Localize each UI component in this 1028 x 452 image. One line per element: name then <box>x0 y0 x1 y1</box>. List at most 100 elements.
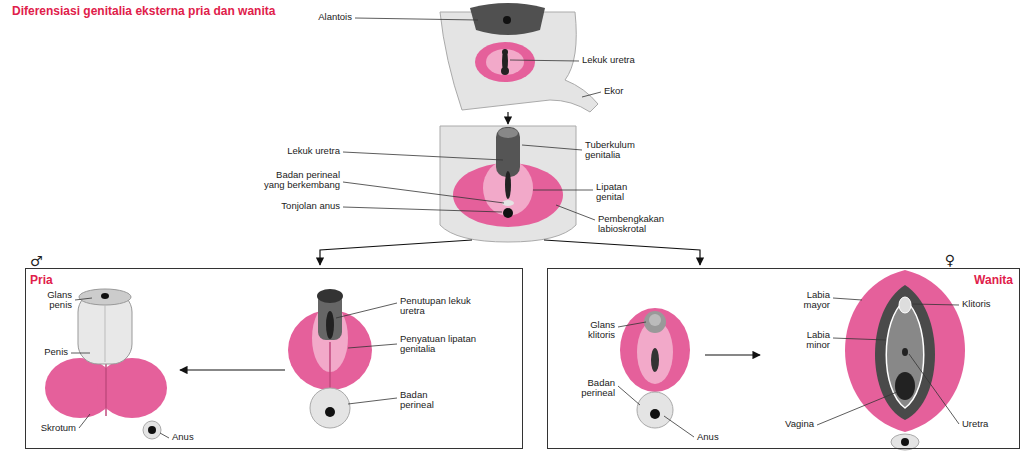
art-shape <box>75 298 92 300</box>
part-label: Labia minor <box>784 330 830 351</box>
part-label: Skrotum <box>26 423 76 433</box>
part-label: Badan perineal yang berkembang <box>255 170 340 191</box>
part-label: Penutupan lekuk uretra <box>400 296 482 317</box>
part-label: Vagina <box>764 419 814 429</box>
art-shape <box>326 311 334 339</box>
indifferent-stage <box>440 126 576 242</box>
art-shape <box>310 388 350 428</box>
art-shape <box>637 392 673 428</box>
art-shape <box>101 293 109 299</box>
stage-arrow <box>320 240 472 265</box>
part-label: Glans klitoris <box>568 320 615 341</box>
art-shape <box>105 305 106 362</box>
part-label: Alantois <box>290 12 352 22</box>
female-early <box>620 308 690 428</box>
art-shape <box>325 407 335 417</box>
part-label: Tonjolan anus <box>255 201 340 211</box>
part-label: Anus <box>172 432 194 442</box>
art-shape <box>105 362 107 416</box>
part-label: Lipatan genital <box>596 182 648 203</box>
art-shape <box>503 208 513 218</box>
art-shape <box>502 49 508 55</box>
female-final <box>845 270 965 450</box>
art-shape <box>288 310 372 390</box>
stage-arrow <box>507 112 508 124</box>
male-early <box>288 289 372 428</box>
panel-box: ♀Wanita <box>547 268 1020 449</box>
art-shape <box>355 18 478 20</box>
art-shape <box>486 49 524 75</box>
art-shape <box>522 145 582 150</box>
art-shape <box>160 433 169 438</box>
part-label: Lekuk uretra <box>582 55 635 65</box>
art-shape <box>533 190 593 191</box>
diagram-title: Diferensiasi genitalia eksterna pria dan… <box>12 4 275 18</box>
art-shape <box>891 434 919 450</box>
art-shape <box>510 60 579 61</box>
art-shape <box>503 16 511 24</box>
male-final <box>45 289 167 439</box>
sex-symbol: ♂ <box>30 253 43 269</box>
art-shape <box>343 182 504 203</box>
part-label: Ekor <box>604 86 624 96</box>
art-shape <box>143 421 161 439</box>
art-shape <box>501 67 509 75</box>
part-label: Badan perineal <box>400 390 452 411</box>
stage-arrow <box>705 354 760 355</box>
art-shape <box>97 358 167 418</box>
early-embryo <box>440 3 598 112</box>
art-shape <box>901 438 909 446</box>
part-label: Penis <box>28 347 68 357</box>
leader-lines <box>71 18 959 438</box>
art-shape <box>620 308 690 392</box>
art-shape <box>582 92 601 97</box>
art-shape <box>649 314 661 326</box>
art-shape <box>664 416 694 437</box>
art-shape <box>902 348 908 356</box>
sex-symbol: ♀ <box>945 252 955 268</box>
art-shape <box>618 386 640 405</box>
stage-arrow <box>180 369 285 370</box>
part-label: Anus <box>697 432 719 442</box>
art-shape <box>886 300 924 408</box>
art-shape <box>833 298 862 300</box>
art-shape <box>453 163 563 227</box>
art-shape <box>79 414 90 428</box>
art-shape <box>343 152 503 160</box>
art-shape <box>618 322 646 327</box>
art-shape <box>475 42 535 82</box>
art-shape <box>148 426 156 434</box>
art-shape <box>833 338 886 340</box>
part-label: Labia mayor <box>784 290 830 311</box>
art-shape <box>505 171 511 199</box>
art-shape <box>912 304 959 305</box>
part-label: Glans penis <box>30 290 72 311</box>
art-shape <box>817 392 897 425</box>
panel-heading: Pria <box>30 273 53 287</box>
stage-arrow <box>544 240 700 265</box>
art-shape <box>440 126 576 242</box>
art-shape <box>875 285 935 420</box>
part-label: Penyatuan lipatan genitalia <box>400 334 480 355</box>
panel-heading: Wanita <box>974 273 1013 287</box>
part-label: Lekuk uretra <box>255 146 340 156</box>
art-shape <box>336 303 397 318</box>
part-label: Uretra <box>962 419 988 429</box>
part-label: Tuberkulum genitalia <box>585 140 647 161</box>
art-shape <box>651 348 659 372</box>
part-label: Badan perineal <box>563 378 615 399</box>
part-label: Pembengkakan labioskrotal <box>598 214 678 235</box>
art-shape <box>909 354 959 424</box>
art-shape <box>348 398 397 404</box>
art-shape <box>317 289 343 303</box>
art-shape <box>79 289 131 305</box>
art-shape <box>899 297 911 313</box>
art-shape <box>348 344 397 348</box>
art-shape <box>895 372 915 400</box>
art-shape <box>496 127 520 177</box>
art-shape <box>556 205 595 220</box>
art-shape <box>644 311 666 333</box>
part-label: Klitoris <box>962 299 991 309</box>
art-shape <box>343 207 502 212</box>
